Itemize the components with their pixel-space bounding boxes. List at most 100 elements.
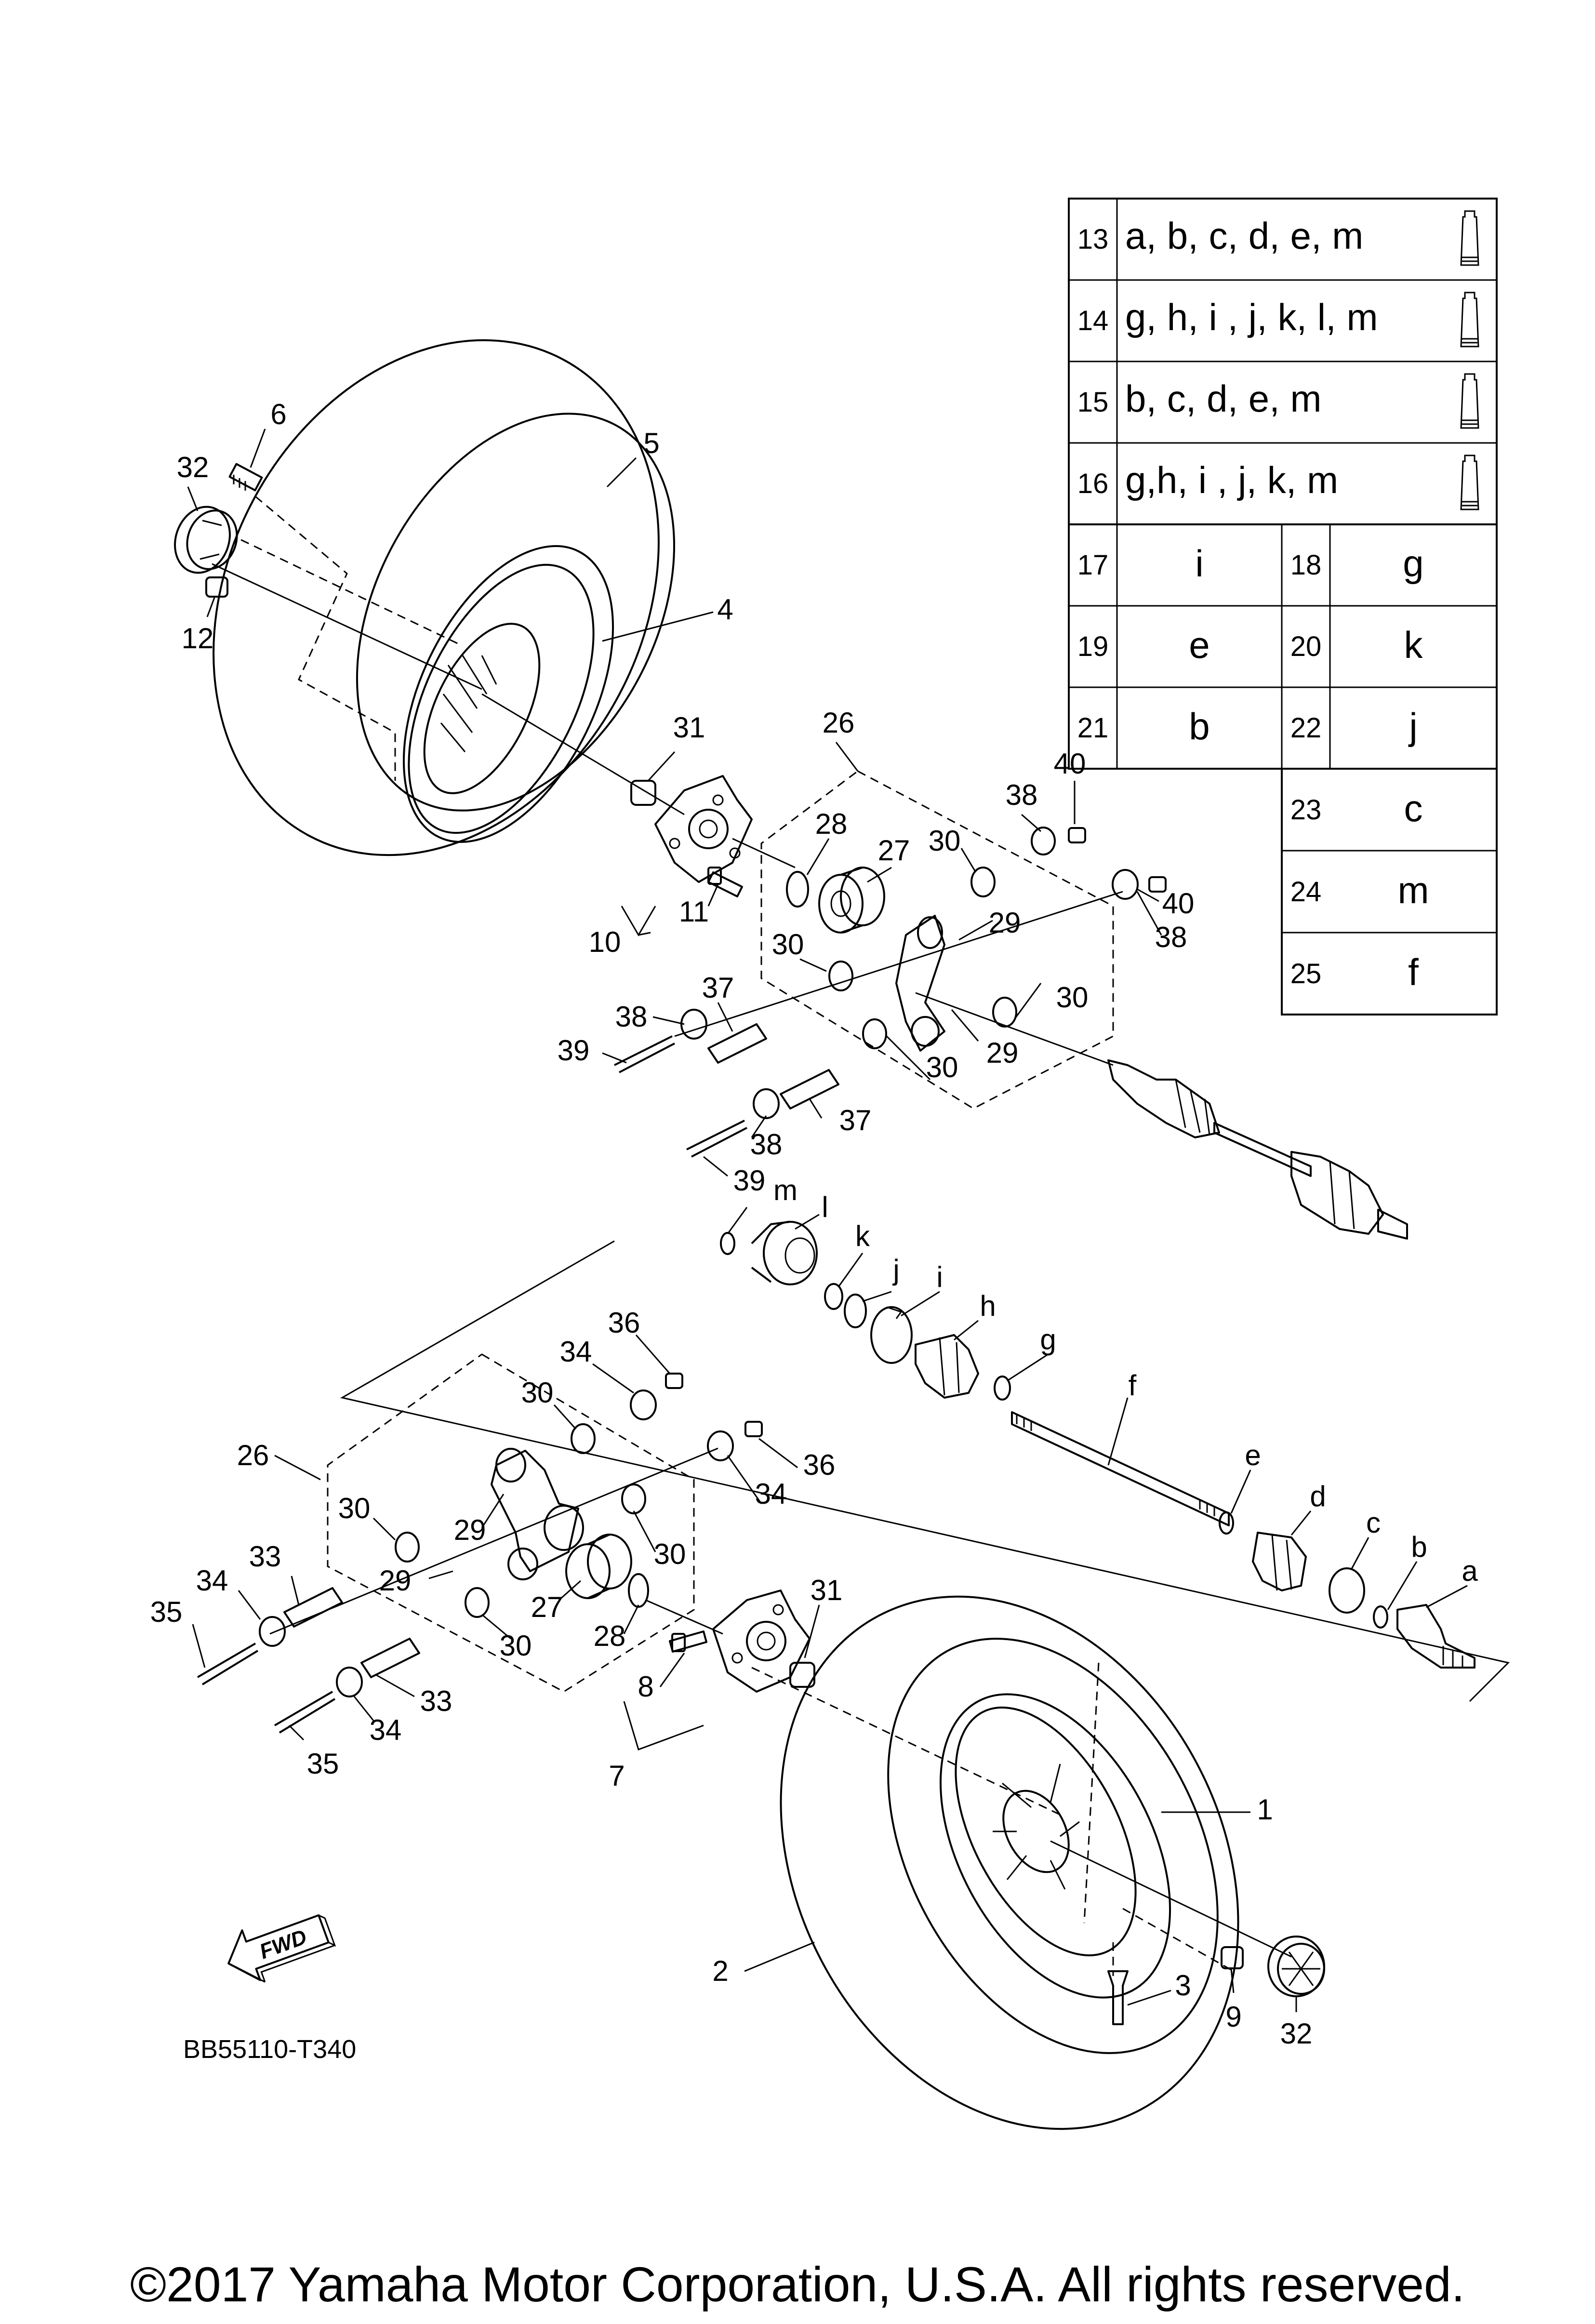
upper-drive-shaft: [1107, 1059, 1408, 1240]
callout: 11: [679, 895, 709, 928]
callout: 26: [823, 707, 855, 739]
cv-assembly-outline: [340, 1240, 1510, 1702]
upper-bearing: [818, 867, 885, 934]
callout: 38: [615, 1001, 648, 1033]
lower-wheel-nut: [1221, 1946, 1244, 1969]
table-index: 13: [1077, 224, 1109, 255]
table-index: 21: [1077, 712, 1109, 744]
cv-ring-m: [720, 1232, 735, 1255]
lower-wheel-rim: [939, 1693, 1171, 1999]
callout: 8: [638, 1670, 653, 1703]
table-index: 24: [1290, 876, 1322, 908]
callout: 12: [182, 622, 214, 654]
cv-clip-k: [824, 1283, 843, 1310]
callout: 30: [521, 1376, 554, 1409]
table-index: 20: [1290, 631, 1322, 662]
lower-tire: [780, 1595, 1239, 2130]
table-value: g,h, i , j, k, m: [1125, 459, 1338, 501]
table-value: e: [1189, 624, 1210, 666]
callout: 32: [177, 451, 209, 483]
lower-knuckle: [491, 1448, 584, 1580]
callout: i: [936, 1261, 943, 1293]
lower-circlip: [628, 1573, 649, 1608]
upper-wheel-rim: [402, 545, 614, 843]
callout: 4: [717, 593, 733, 626]
callout: 40: [1054, 748, 1086, 780]
tire-valve: [1107, 1970, 1129, 2025]
callout: 5: [643, 427, 659, 459]
callout: 30: [1056, 981, 1089, 1014]
callout: 34: [196, 1564, 228, 1597]
callout: 10: [589, 926, 621, 958]
lower-washers: [259, 1389, 734, 1697]
callout: 26: [237, 1439, 269, 1471]
callout: 30: [926, 1051, 958, 1083]
callout: 31: [811, 1574, 843, 1606]
table-value: b: [1189, 705, 1210, 748]
table-index: 16: [1077, 468, 1109, 499]
callout: b: [1411, 1531, 1427, 1563]
upper-washers: [680, 827, 1139, 1119]
table-value: g, h, i , j, k, l, m: [1125, 296, 1378, 338]
cv-outer-joint-a: [1396, 1604, 1475, 1669]
callout: 27: [531, 1591, 563, 1623]
table-value: k: [1404, 624, 1423, 666]
callout: h: [980, 1290, 996, 1322]
callout: 9: [1225, 2001, 1241, 2033]
upper-knuckle: [895, 915, 945, 1052]
callout: 31: [673, 711, 705, 744]
grease-tube-icon: [1460, 210, 1479, 266]
copyright-notice: ©2017 Yamaha Motor Corporation, U.S.A. A…: [130, 2257, 1465, 2312]
wheel-nut: [205, 576, 228, 598]
upper-bolts: [614, 1035, 747, 1158]
table-index: 22: [1290, 712, 1322, 744]
table-value: f: [1408, 951, 1419, 993]
callout: 32: [1280, 2017, 1313, 2050]
table-value: a, b, c, d, e, m: [1125, 214, 1363, 257]
callout: a: [1462, 1555, 1478, 1587]
callout: c: [1366, 1507, 1381, 1539]
callout: 30: [654, 1538, 686, 1570]
lower-hub-bolt: [669, 1630, 707, 1653]
callout: 30: [929, 825, 961, 857]
table-value: m: [1398, 869, 1429, 911]
callout: g: [1040, 1323, 1056, 1356]
table-index: 19: [1077, 631, 1109, 662]
callout: 30: [500, 1629, 532, 1662]
lower-bolts: [197, 1643, 336, 1734]
cv-ring-g: [994, 1376, 1011, 1401]
lower-assembly-dashed-box: [327, 1353, 695, 1693]
callout: 34: [560, 1336, 592, 1368]
table-index: 15: [1077, 387, 1109, 418]
cv-band-i: [870, 1306, 913, 1364]
lower-wheel-dashed-guide: [751, 1662, 1234, 1976]
cv-boot-d: [1252, 1532, 1307, 1591]
reference-table: 13 a, b, c, d, e, m 14 g, h, i , j, k, l…: [1068, 198, 1498, 1015]
callout: 34: [370, 1714, 402, 1746]
leader-lines: [187, 428, 1468, 2012]
callout: k: [855, 1220, 870, 1252]
callout: 36: [608, 1307, 640, 1339]
callout: 38: [750, 1128, 783, 1161]
table-index: 14: [1077, 305, 1109, 336]
lower-hub: [712, 1589, 811, 1693]
callout-numbers: 6 32 5 12 4 31 26 40 38 28 27 30 40 11 1…: [150, 398, 1478, 2050]
callout: 3: [1175, 1969, 1191, 2002]
table-index: 17: [1077, 549, 1109, 581]
wheel-cap: [174, 506, 238, 574]
callout: 40: [1162, 887, 1195, 920]
callout: 30: [338, 1492, 371, 1524]
hub-bolt: [707, 867, 743, 897]
hub-nut: [630, 780, 656, 806]
callout: 30: [772, 928, 804, 961]
grease-tube-icon: [1460, 373, 1479, 429]
callout: f: [1129, 1369, 1137, 1402]
callout: d: [1310, 1480, 1326, 1512]
upper-hub: [654, 775, 753, 883]
upper-assembly-dashed-box: [760, 770, 1114, 1109]
callout: 34: [755, 1478, 787, 1510]
callout: j: [892, 1254, 899, 1286]
callout: 38: [1155, 921, 1187, 953]
callout: 7: [609, 1760, 625, 1792]
